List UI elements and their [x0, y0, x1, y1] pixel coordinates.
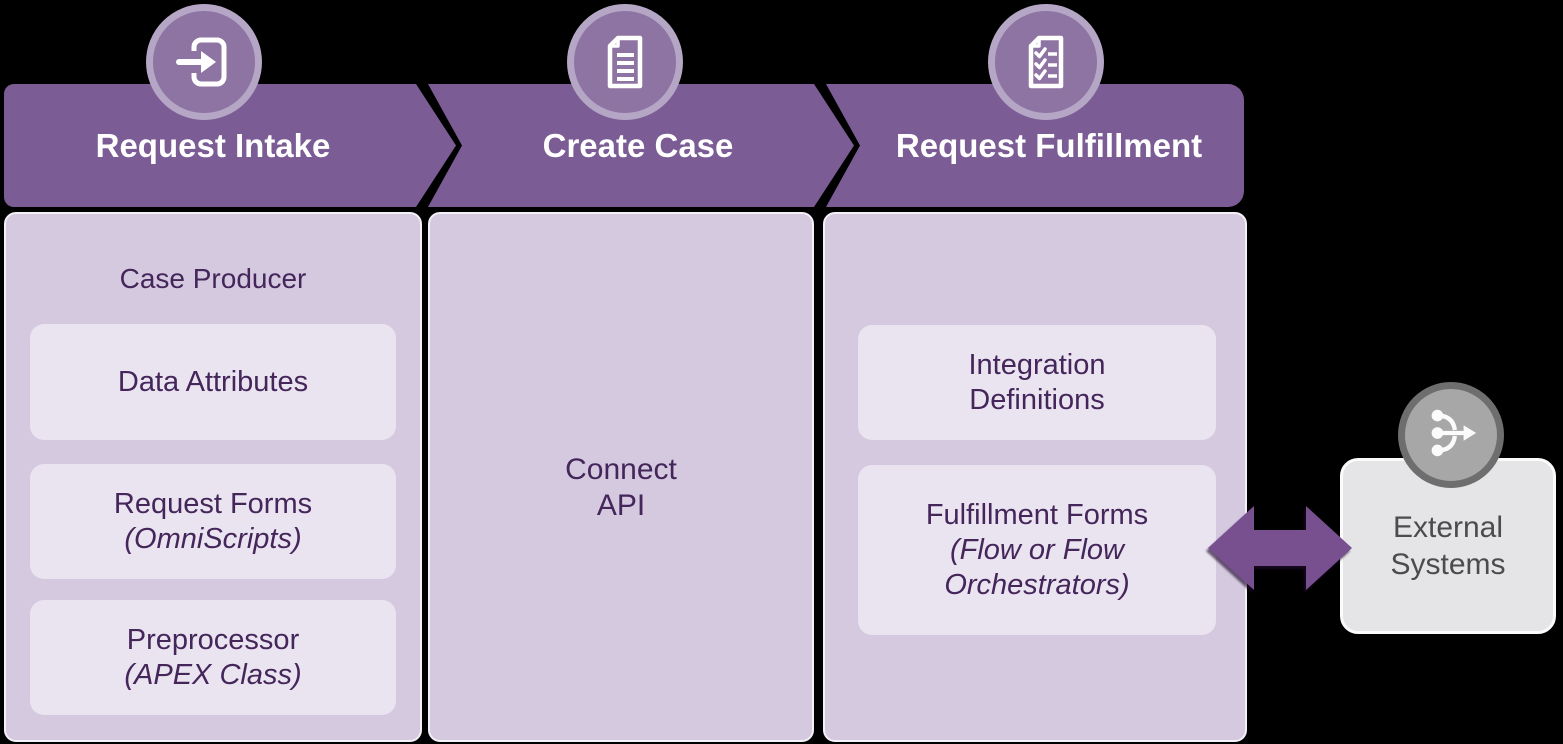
preprocessor-card: Preprocessor (APEX Class) — [30, 600, 396, 715]
stage-header-create-case: Create Case — [428, 84, 854, 207]
request-intake-column: Case Producer Data Attributes Request Fo… — [4, 212, 422, 742]
flow-merge-icon — [1420, 402, 1482, 469]
stage-header-label: Create Case — [542, 126, 734, 164]
integration-definitions-card: Integration Definitions — [858, 325, 1216, 440]
card-title: Request Forms — [113, 487, 313, 520]
fulfillment-forms-card: Fulfillment Forms (Flow or Flow Orchestr… — [858, 465, 1216, 635]
document-icon — [593, 30, 657, 94]
request-fulfillment-column: Integration Definitions Fulfillment Form… — [823, 212, 1247, 742]
card-subtitle-line2: Orchestrators) — [944, 568, 1130, 601]
create-case-icon-circle — [567, 4, 683, 120]
card-subtitle-line1: (Flow or Flow — [949, 533, 1124, 566]
checklist-icon — [1014, 30, 1078, 94]
card-title-line2: Definitions — [969, 383, 1105, 416]
card-title: Data Attributes — [117, 365, 309, 398]
request-forms-card: Request Forms (OmniScripts) — [30, 464, 396, 579]
data-attributes-card: Data Attributes — [30, 324, 396, 440]
connect-api-label: Connect API — [565, 452, 677, 524]
stage-header-label: Request Intake — [95, 126, 331, 164]
request-intake-icon-circle — [146, 4, 262, 120]
external-systems-line1: External — [1392, 511, 1504, 544]
double-arrow-connector — [1208, 506, 1352, 595]
card-title: Preprocessor — [126, 623, 300, 656]
enter-icon — [172, 30, 236, 94]
card-subtitle: (APEX Class) — [124, 658, 302, 691]
connect-api-line1: Connect — [565, 453, 677, 486]
stage-header-label: Request Fulfillment — [895, 126, 1203, 164]
case-producer-label: Case Producer — [119, 263, 307, 294]
connect-api-line2: API — [596, 489, 646, 522]
card-subtitle: (OmniScripts) — [124, 522, 302, 555]
external-systems-line2: Systems — [1390, 548, 1506, 581]
card-title: Integration — [968, 348, 1106, 381]
create-case-column: Connect API — [428, 212, 814, 742]
external-systems-icon-circle — [1398, 382, 1504, 488]
request-fulfillment-icon-circle — [988, 4, 1104, 120]
card-title: Fulfillment Forms — [925, 498, 1149, 531]
